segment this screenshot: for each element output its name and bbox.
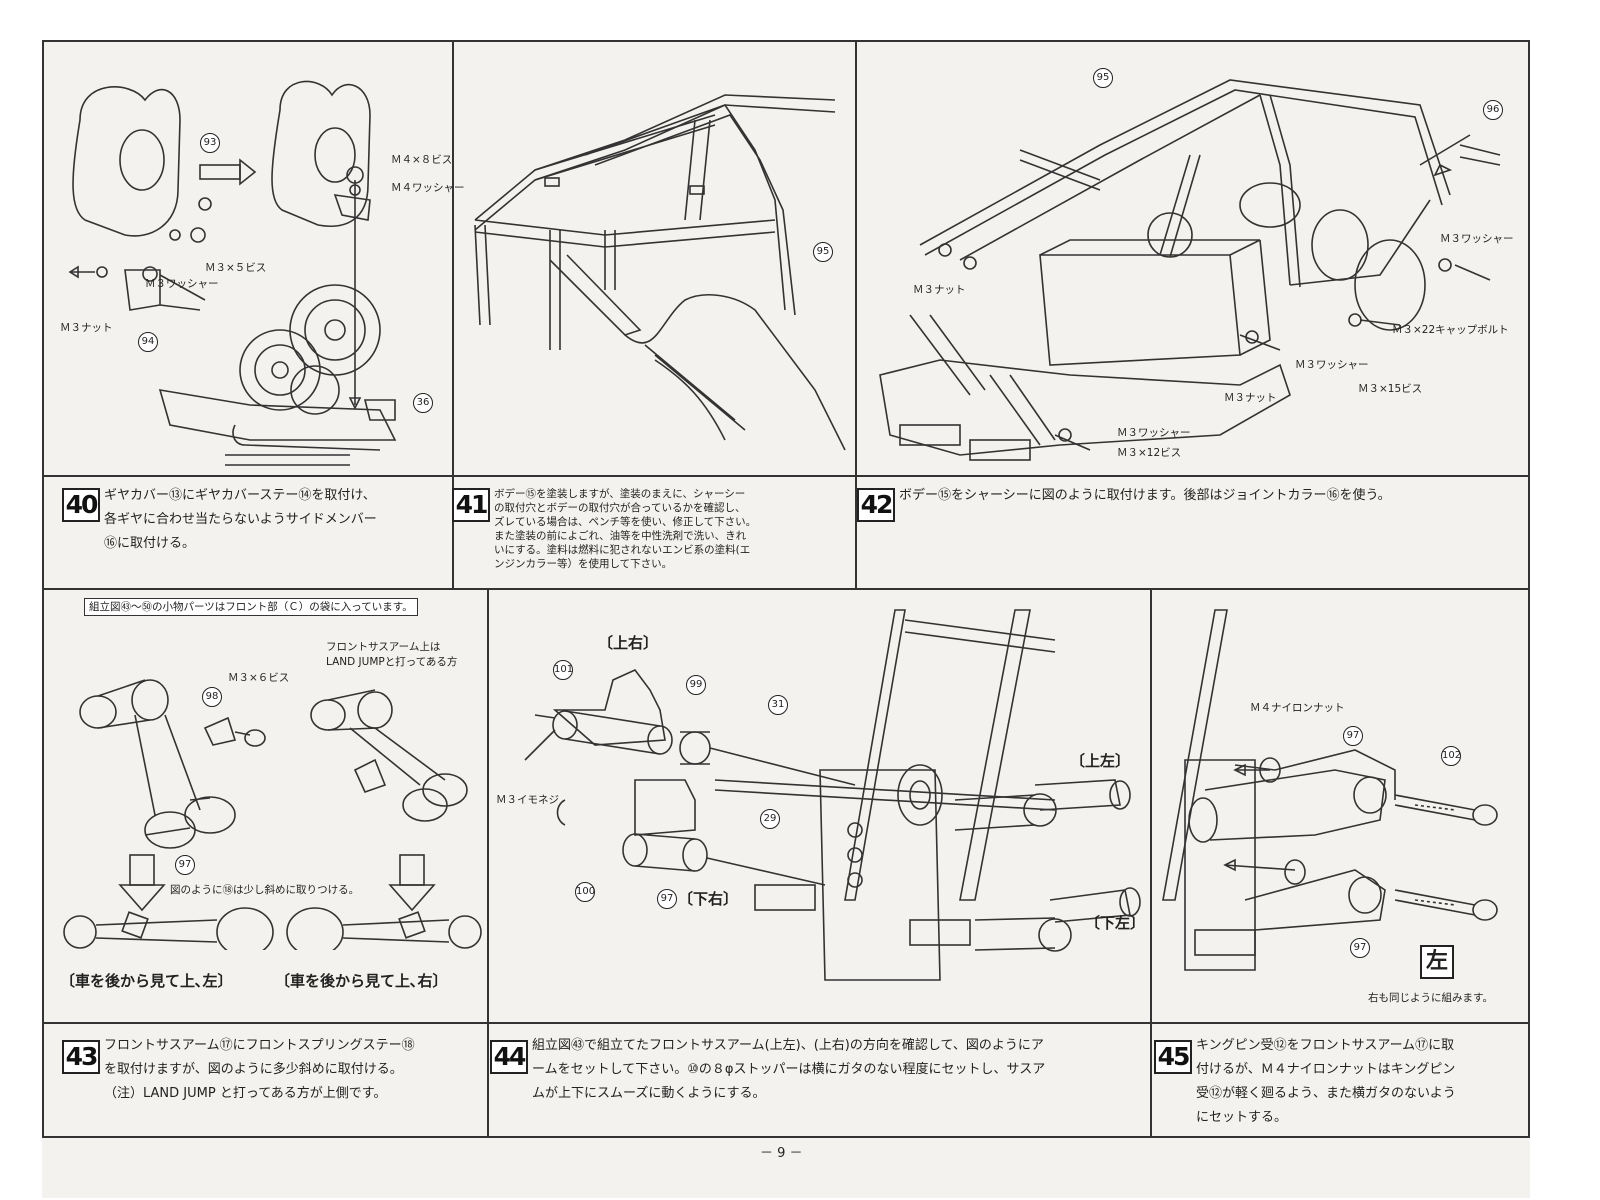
lower-left-caption: 〔下左〕 — [1085, 914, 1146, 932]
step-41-text: ボデー⑮を塗装しますが、塗装のまえに、シャーシーの取付穴とボデーの取付穴が合って… — [494, 488, 757, 570]
m4-washer-label: Ｍ４ワッシャー — [391, 182, 465, 194]
part-95-callout: 95 — [813, 242, 833, 262]
part-31-callout: 31 — [768, 695, 788, 715]
m4x8-screw-label: Ｍ４×８ビス — [391, 154, 453, 166]
part-96-callout: 96 — [1483, 100, 1503, 120]
part-101-callout: 101 — [553, 660, 573, 680]
upper-right-caption: 〔上右〕 — [598, 634, 659, 652]
part-100-callout: 100 — [575, 882, 595, 902]
m3-washer-label: Ｍ３ワッシャー — [1117, 427, 1191, 439]
m3-washer-label: Ｍ３ワッシャー — [1295, 359, 1369, 371]
m3-set-screw-label: Ｍ３イモネジ — [496, 794, 559, 806]
divider — [855, 40, 857, 590]
m3x12-screw-label: Ｍ３×12ビス — [1117, 447, 1182, 459]
body-painting-illustration — [474, 94, 846, 451]
divider — [452, 40, 454, 590]
m3x15-screw-label: Ｍ３×15ビス — [1358, 383, 1423, 395]
part-97-callout: 97 — [657, 889, 677, 909]
step-45-text: キングピン受⑫をフロントサスアーム⑰に取付けるが、Ｍ４ナイロンナットはキングピン… — [1196, 1038, 1456, 1125]
step-40-text: ギヤカバー⑬にギヤカバーステー⑭を取付け、各ギヤに合わせ当たらないようサイドメン… — [104, 488, 377, 551]
part-102-callout: 102 — [1441, 746, 1461, 766]
divider — [42, 475, 1530, 477]
divider — [42, 1022, 1530, 1024]
part-36-callout: 36 — [413, 393, 433, 413]
step-42-number: 42 — [857, 488, 895, 522]
m3-nut-label: Ｍ３ナット — [913, 284, 966, 296]
part-93-callout: 93 — [200, 133, 220, 153]
upper-left-caption: 〔上左〕 — [1070, 752, 1131, 770]
divider — [487, 588, 489, 1138]
m3-nut-label: Ｍ３ナット — [1224, 392, 1277, 404]
m3x6-screw-label: Ｍ３×６ビス — [228, 672, 290, 684]
step-40-number: 40 — [62, 488, 100, 522]
step-42-text: ボデー⑮をシャーシーに図のように取付けます。後部はジョイントカラー⑯を使う。 — [899, 488, 1391, 503]
body-mounting-illustration — [879, 79, 1501, 461]
rear-view-left-caption: 〔車を後から見て上､左〕 — [60, 972, 233, 990]
right-same-note: 右も同じように組みます。 — [1368, 992, 1493, 1004]
m3x22-cap-bolt-label: Ｍ３×22キャップボルト — [1392, 324, 1509, 336]
m3-nut-label: Ｍ３ナット — [60, 322, 113, 334]
step-44-number: 44 — [490, 1040, 528, 1074]
part-98-callout: 98 — [202, 687, 222, 707]
step-43-number: 43 — [62, 1040, 100, 1074]
part-29-callout: 29 — [760, 809, 780, 829]
arm-assembly-illustration — [524, 609, 1141, 981]
part-99-callout: 99 — [686, 675, 706, 695]
rear-view-right-caption: 〔車を後から見て上､右〕 — [275, 972, 448, 990]
parts-bag-notice: 組立図㊸～㊿の小物パーツはフロント部（Ｃ）の袋に入っています。 — [84, 598, 418, 616]
bottom-section-frame — [42, 588, 1530, 1138]
m4-nylon-nut-label: Ｍ４ナイロンナット — [1250, 702, 1345, 714]
gear-cover-illustration — [68, 80, 397, 466]
slant-mount-note: 図のように⑱は少し斜めに取りつける。 — [170, 884, 360, 896]
divider — [1150, 588, 1152, 1138]
page-number: － 9 － — [760, 1146, 803, 1161]
step-44-text: 組立図㊸で組立てたフロントサスアーム(上左)、(上右)の方向を確認して、図のよう… — [532, 1038, 1046, 1101]
lower-right-caption: 〔下右〕 — [678, 890, 739, 908]
m3-washer-label: Ｍ３ワッシャー — [1440, 233, 1514, 245]
m3-washer-label: Ｍ３ワッシャー — [145, 278, 219, 290]
kingpin-assembly-illustration — [1162, 609, 1498, 971]
step-45-number: 45 — [1154, 1040, 1192, 1074]
part-97-callout: 97 — [1343, 726, 1363, 746]
part-97-callout: 97 — [1350, 938, 1370, 958]
part-94-callout: 94 — [138, 332, 158, 352]
m3x5-screw-label: Ｍ３×５ビス — [205, 262, 267, 274]
step-41-number: 41 — [452, 488, 490, 522]
left-side-marker: 左 — [1420, 945, 1454, 979]
part-97-callout: 97 — [175, 855, 195, 875]
front-sus-arm-illustration — [63, 679, 482, 950]
part-95-callout: 95 — [1093, 68, 1113, 88]
